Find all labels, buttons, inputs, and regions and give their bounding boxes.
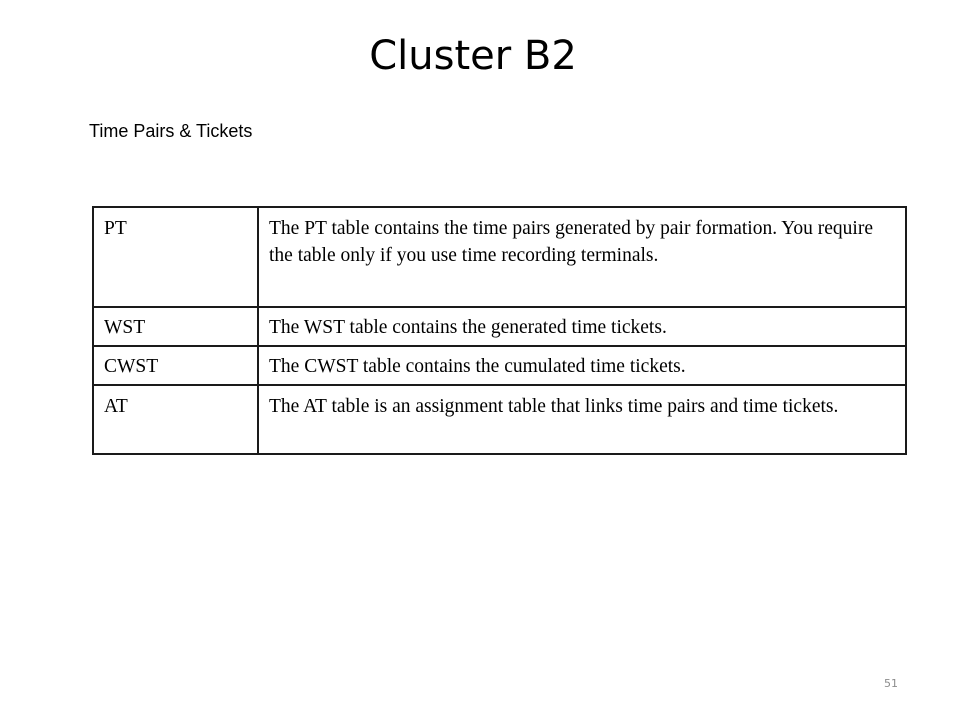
table-description-cell: The AT table is an assignment table that… bbox=[257, 384, 907, 455]
slide-title: Cluster B2 bbox=[369, 33, 577, 79]
table-row: AT The AT table is an assignment table t… bbox=[92, 384, 907, 455]
table-term-cell: AT bbox=[92, 384, 259, 455]
table-term-cell: WST bbox=[92, 306, 259, 347]
table-row: PT The PT table contains the time pairs … bbox=[92, 206, 907, 308]
table-row: WST The WST table contains the generated… bbox=[92, 306, 907, 347]
table-term-cell: CWST bbox=[92, 345, 259, 386]
table-row: CWST The CWST table contains the cumulat… bbox=[92, 345, 907, 386]
definition-table-container: PT The PT table contains the time pairs … bbox=[92, 206, 907, 455]
page-number: 51 bbox=[884, 677, 898, 690]
table-description-cell: The PT table contains the time pairs gen… bbox=[257, 206, 907, 308]
table-term-cell: PT bbox=[92, 206, 259, 308]
definition-table: PT The PT table contains the time pairs … bbox=[92, 206, 907, 455]
slide-subtitle: Time Pairs & Tickets bbox=[89, 121, 253, 141]
table-description-cell: The WST table contains the generated tim… bbox=[257, 306, 907, 347]
table-description-cell: The CWST table contains the cumulated ti… bbox=[257, 345, 907, 386]
